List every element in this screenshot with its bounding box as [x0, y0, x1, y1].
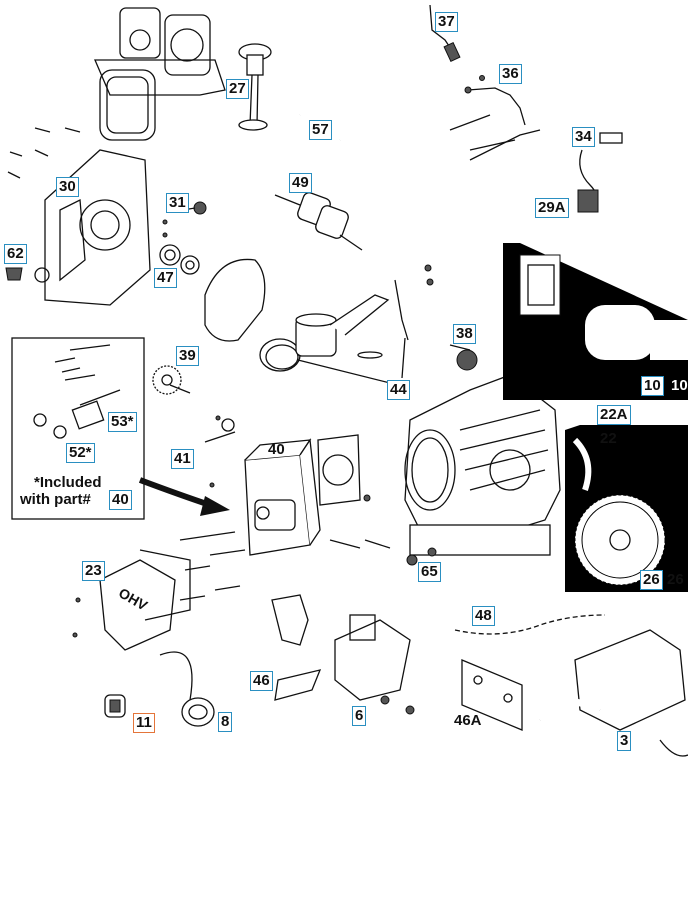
callout-41[interactable]: 41 [171, 449, 194, 469]
governor-linkage [449, 75, 541, 161]
muffler [537, 629, 688, 757]
oil-cap-assembly [159, 651, 215, 727]
rocker-parts [204, 415, 236, 443]
callout-53[interactable]: 53* [108, 412, 137, 432]
callout-48[interactable]: 48 [472, 606, 495, 626]
cover-bolts [7, 127, 81, 179]
flywheel-panel [565, 425, 688, 592]
callout-44[interactable]: 44 [387, 380, 410, 400]
label-10-second: 10 [671, 377, 688, 394]
cylinder-head [244, 438, 321, 556]
heat-shield-plate [461, 659, 523, 731]
engine-block [404, 374, 561, 556]
label-46A: 46A [454, 712, 482, 729]
callout-37[interactable]: 37 [435, 12, 458, 32]
stop-switch [104, 694, 126, 718]
callout-49[interactable]: 49 [289, 173, 312, 193]
label-26-second: 26 [667, 571, 684, 588]
callout-46[interactable]: 46 [250, 671, 273, 691]
callout-62[interactable]: 62 [4, 244, 27, 264]
callout-6[interactable]: 6 [352, 706, 367, 726]
callout-27[interactable]: 27 [226, 79, 249, 99]
callout-34[interactable]: 34 [572, 127, 595, 147]
included-parts-box [11, 337, 145, 520]
crankshaft [274, 192, 363, 251]
callout-57[interactable]: 57 [309, 120, 332, 140]
breather-hose [297, 114, 342, 158]
callout-65[interactable]: 65 [418, 562, 441, 582]
callout-22A[interactable]: 22A [597, 405, 631, 425]
callout-47[interactable]: 47 [154, 268, 177, 288]
pushrods-bolts [179, 531, 391, 601]
callout-10[interactable]: 10 [641, 376, 664, 396]
oil-sensor-wire [577, 132, 623, 213]
drain-plug [5, 267, 23, 281]
crankcase-gasket [204, 258, 266, 342]
callout-30[interactable]: 30 [56, 177, 79, 197]
piston-and-rod [259, 279, 409, 386]
note-line-1: *Included [34, 474, 102, 491]
label-22: 22 [600, 430, 617, 447]
carburetor [334, 614, 415, 715]
cam-gear-small [449, 344, 478, 371]
callout-36[interactable]: 36 [499, 64, 522, 84]
misc-screws [72, 219, 434, 638]
callout-26[interactable]: 26 [640, 570, 663, 590]
included-note: *Included with part# [20, 474, 126, 508]
oil-drain-bolt [406, 547, 437, 566]
oil-dipstick [238, 43, 272, 131]
callout-52[interactable]: 52* [66, 443, 95, 463]
callout-11[interactable]: 11 [133, 713, 155, 733]
callout-39[interactable]: 39 [176, 346, 199, 366]
pointer-arrow [138, 477, 230, 516]
callout-3[interactable]: 3 [617, 731, 632, 751]
fuel-line-wire [454, 614, 606, 635]
camshaft [152, 365, 191, 395]
air-cleaner-bracket [271, 594, 322, 701]
callout-29A[interactable]: 29A [535, 198, 569, 218]
callout-31[interactable]: 31 [166, 193, 189, 213]
bearing-seals [159, 244, 200, 275]
callout-8[interactable]: 8 [218, 712, 233, 732]
callout-23[interactable]: 23 [82, 561, 105, 581]
gasket-set-top [94, 7, 226, 141]
valve-cover [99, 549, 191, 651]
note-line-2: with part# [20, 491, 91, 508]
electric-start-panel [503, 243, 688, 400]
crankcase-cover [34, 149, 151, 306]
head-gasket [317, 434, 361, 506]
callout-38[interactable]: 38 [453, 324, 476, 344]
callout-40-note[interactable]: 40 [109, 490, 132, 510]
label-40: 40 [268, 441, 285, 458]
throttle-cable-part [429, 4, 461, 63]
